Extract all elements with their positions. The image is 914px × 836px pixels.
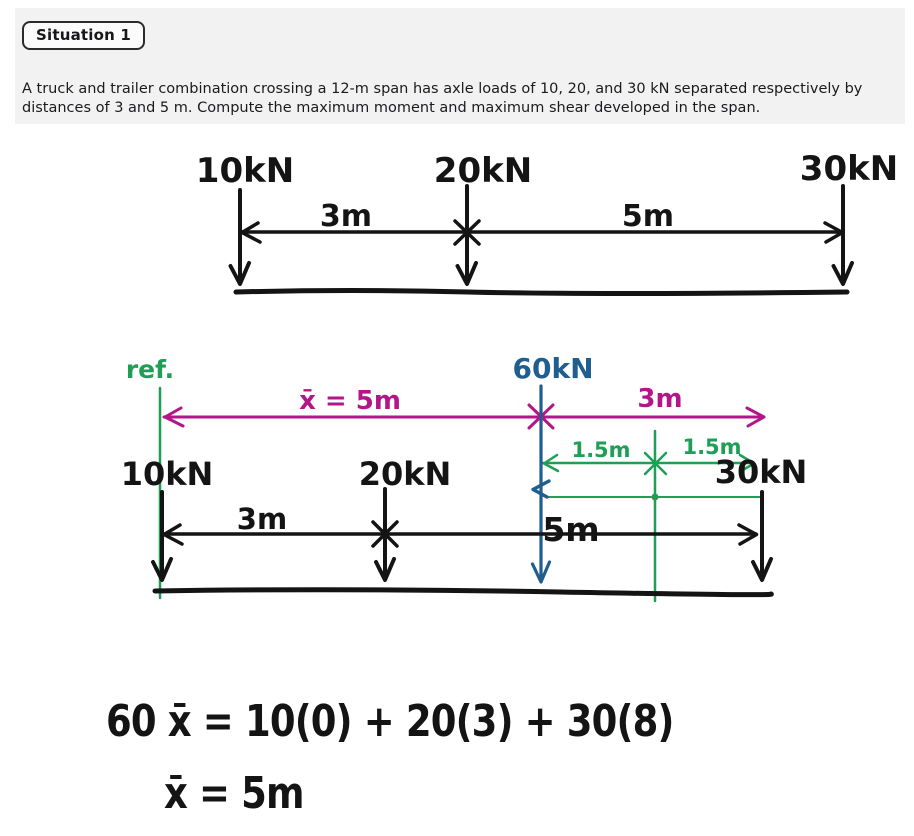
d2-right-dim-label: 3m bbox=[637, 384, 682, 414]
problem-line-1: A truck and trailer combination crossing… bbox=[22, 81, 863, 97]
diagram1-load-sketch: 10kN 20kN 30kN 3m 5m bbox=[196, 149, 898, 296]
d2-half2-label: 1.5m bbox=[682, 435, 741, 459]
d2-half1-label: 1.5m bbox=[571, 438, 630, 462]
d2-dim2-label: 5m bbox=[542, 510, 599, 549]
d2-dim-cross-mark bbox=[371, 520, 399, 548]
d1-load-arrow-10kn bbox=[228, 188, 251, 286]
d1-dim-arrowhead-right bbox=[823, 221, 845, 244]
d2-half-dim-arrowhead-left bbox=[542, 453, 560, 473]
d1-load2-label: 20kN bbox=[434, 151, 532, 191]
d2-xbar-dim-label: x̄ = 5m bbox=[299, 386, 401, 416]
d1-dim-cross-mark bbox=[453, 219, 481, 246]
d2-load3-label: 30kN bbox=[715, 453, 808, 491]
d2-load2-label: 20kN bbox=[359, 455, 452, 493]
d1-load1-label: 10kN bbox=[196, 151, 294, 191]
equation-moment-balance: 60 x̄ = 10(0) + 20(3) + 30(8) bbox=[106, 696, 674, 747]
d2-dim-arrowhead-left bbox=[162, 523, 184, 546]
d1-dim-arrowhead-left bbox=[240, 221, 262, 244]
d2-beam-baseline bbox=[152, 587, 774, 598]
header-panel: Situation 1 A truck and trailer combinat… bbox=[15, 8, 905, 124]
d2-load-arrow-30kn bbox=[751, 490, 773, 582]
diagram2-resultant-sketch: ref. 60kN x̄ = 5m 3m 1.5m 1.5m 10kN 20kN… bbox=[121, 352, 808, 603]
d2-dim1-label: 3m bbox=[237, 502, 287, 536]
d2-xbar-arrowhead-right bbox=[745, 406, 766, 428]
equation-xbar-result: x̄ = 5m bbox=[164, 768, 305, 819]
d2-xbar-arrowhead-left bbox=[163, 406, 185, 428]
d1-dim2-label: 5m bbox=[622, 199, 674, 234]
d2-half-dim-arrowhead-right bbox=[738, 453, 756, 473]
d2-resultant-arrow bbox=[530, 384, 552, 584]
d2-dim-arrowhead-right bbox=[737, 523, 759, 546]
d1-load3-label: 30kN bbox=[800, 149, 898, 189]
d2-resultant-label: 60kN bbox=[512, 352, 593, 385]
problem-statement: A truck and trailer combination crossing… bbox=[22, 80, 898, 118]
d2-load1-label: 10kN bbox=[121, 455, 214, 493]
d1-beam-baseline bbox=[233, 288, 850, 296]
d2-resultant-break-mark bbox=[531, 479, 551, 499]
problem-line-2: distances of 3 and 5 m. Compute the maxi… bbox=[22, 100, 761, 116]
d2-ref-label: ref. bbox=[126, 355, 174, 384]
d1-dim1-label: 3m bbox=[320, 199, 372, 234]
situation-badge: Situation 1 bbox=[22, 21, 146, 50]
